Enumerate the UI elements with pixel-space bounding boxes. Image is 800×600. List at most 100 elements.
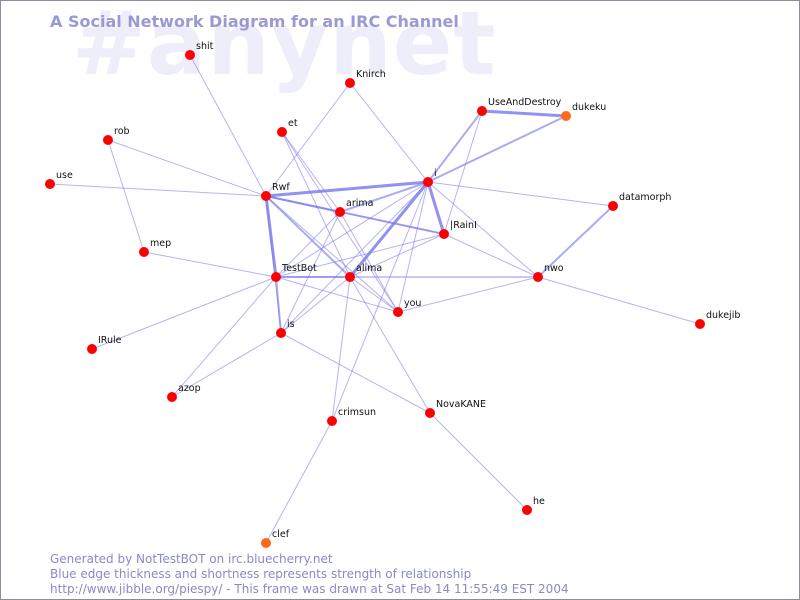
node-dot xyxy=(608,201,618,211)
node-dot xyxy=(167,392,177,402)
node-dot xyxy=(439,229,449,239)
node-label: arima xyxy=(346,198,373,209)
edge-alima-NovaKANE xyxy=(349,276,431,414)
edge-i-IRainI xyxy=(426,180,446,236)
node-label: crimsun xyxy=(338,407,376,418)
node-Rwf: Rwf xyxy=(261,182,290,201)
edge-arima-you xyxy=(339,211,399,313)
node-dot xyxy=(345,78,355,88)
node-dot xyxy=(477,106,487,116)
edge-alima-is xyxy=(280,276,351,334)
edge-i-you xyxy=(397,181,429,313)
edge-is-azop xyxy=(171,332,282,398)
edge-dukeku-i xyxy=(427,115,567,183)
edge-Rwf-Knirch xyxy=(265,82,351,197)
node-you: you xyxy=(393,298,421,317)
edge-Rwf-shit xyxy=(189,54,267,197)
edge-TestBot-azop xyxy=(171,276,277,398)
node-alima: alima xyxy=(345,263,382,282)
edge-i-is xyxy=(280,181,429,334)
diagram-title: A Social Network Diagram for an IRC Chan… xyxy=(50,12,459,31)
node-label: IRule xyxy=(98,335,122,346)
edge-alima-crimsun xyxy=(331,276,351,422)
node-label: dukeku xyxy=(572,102,606,113)
edge-TestBot-arima xyxy=(275,211,341,278)
edge-alima-et xyxy=(281,131,351,278)
edge-alima-you xyxy=(349,276,399,313)
node-dot xyxy=(45,179,55,189)
node-nwo: nwo xyxy=(533,263,564,282)
node-dot xyxy=(393,307,403,317)
node-dot xyxy=(423,177,433,187)
node-dot xyxy=(277,127,287,137)
node-label: |RainI xyxy=(450,220,477,231)
node-dot xyxy=(425,408,435,418)
channel-watermark: #anynet xyxy=(72,0,497,95)
edge-TestBot-you xyxy=(275,276,399,313)
node-Knirch: Knirch xyxy=(345,69,386,88)
edge-i-Rwf xyxy=(264,180,430,198)
edge-nwo-dukejib xyxy=(537,276,701,325)
node-dot xyxy=(522,505,532,515)
node-rob: rob xyxy=(103,126,130,145)
edge-you-et xyxy=(281,131,399,313)
edge-nwo-datamorph xyxy=(537,205,614,278)
edge-is-NovaKANE xyxy=(280,332,431,414)
edge-TestBot-is xyxy=(275,276,282,334)
node-use: use xyxy=(45,170,73,189)
node-label: UseAndDestroy xyxy=(488,97,562,108)
node-label: rob xyxy=(114,126,130,137)
edge-i-datamorph xyxy=(427,181,614,207)
footer-url-timestamp: http://www.jibble.org/piespy/ - This fra… xyxy=(50,582,569,596)
footer-generated-by: Generated by NotTestBOT on irc.bluecherr… xyxy=(50,552,333,566)
node-i: i xyxy=(423,168,437,187)
node-dot xyxy=(533,272,543,282)
node-clef: clef xyxy=(261,529,290,548)
node-dot xyxy=(276,328,286,338)
node-dot xyxy=(103,135,113,145)
edge-TestBot-IRule xyxy=(91,276,277,350)
edge-TestBot-IRainI xyxy=(275,233,445,278)
node-dukejib: dukejib xyxy=(695,310,740,329)
node-crimsun: crimsun xyxy=(327,407,376,426)
edge-i-Knirch xyxy=(349,82,429,183)
node-dot xyxy=(695,319,705,329)
edge-Rwf-you xyxy=(265,195,399,313)
node-label: alima xyxy=(356,263,382,274)
edge-crimsun-clef xyxy=(265,420,333,544)
edge-arima-IRainI xyxy=(339,211,445,235)
node-dot xyxy=(327,416,337,426)
node-et: et xyxy=(277,118,298,137)
node-is: is xyxy=(276,319,295,338)
footer-legend-note: Blue edge thickness and shortness repres… xyxy=(50,567,472,581)
edge-arima-et xyxy=(281,131,341,213)
edge-i-alima xyxy=(348,180,430,279)
node-label: Knirch xyxy=(356,69,386,80)
node-dot xyxy=(139,247,149,257)
node-dot xyxy=(261,191,271,201)
edge-NovaKANE-he xyxy=(429,412,528,511)
edge-Rwf-use xyxy=(49,183,267,197)
node-label: NovaKANE xyxy=(436,399,486,410)
edge-Rwf-rob xyxy=(107,139,267,197)
edge-Rwf-alima xyxy=(265,195,351,278)
node-label: et xyxy=(288,118,298,129)
node-label: dukejib xyxy=(706,310,740,321)
node-dot xyxy=(561,111,571,121)
edge-you-nwo xyxy=(397,276,539,313)
node-label: datamorph xyxy=(619,192,671,203)
node-shit: shit xyxy=(185,41,214,60)
node-dot xyxy=(345,272,355,282)
edge-i-crimsun xyxy=(331,181,429,422)
edge-IRainI-UseAndDestroy xyxy=(443,110,483,235)
node-NovaKANE: NovaKANE xyxy=(425,399,486,418)
node-label: is xyxy=(287,319,295,330)
edge-i-TestBot xyxy=(275,181,429,278)
node-arima: arima xyxy=(335,198,373,217)
node-label: nwo xyxy=(544,263,564,274)
node-azop: azop xyxy=(167,383,201,402)
node-label: azop xyxy=(178,383,201,394)
node-UseAndDestroy: UseAndDestroy xyxy=(477,97,562,116)
footer: Generated by NotTestBOT on irc.bluecherr… xyxy=(50,552,569,597)
node-label: TestBot xyxy=(281,263,317,274)
